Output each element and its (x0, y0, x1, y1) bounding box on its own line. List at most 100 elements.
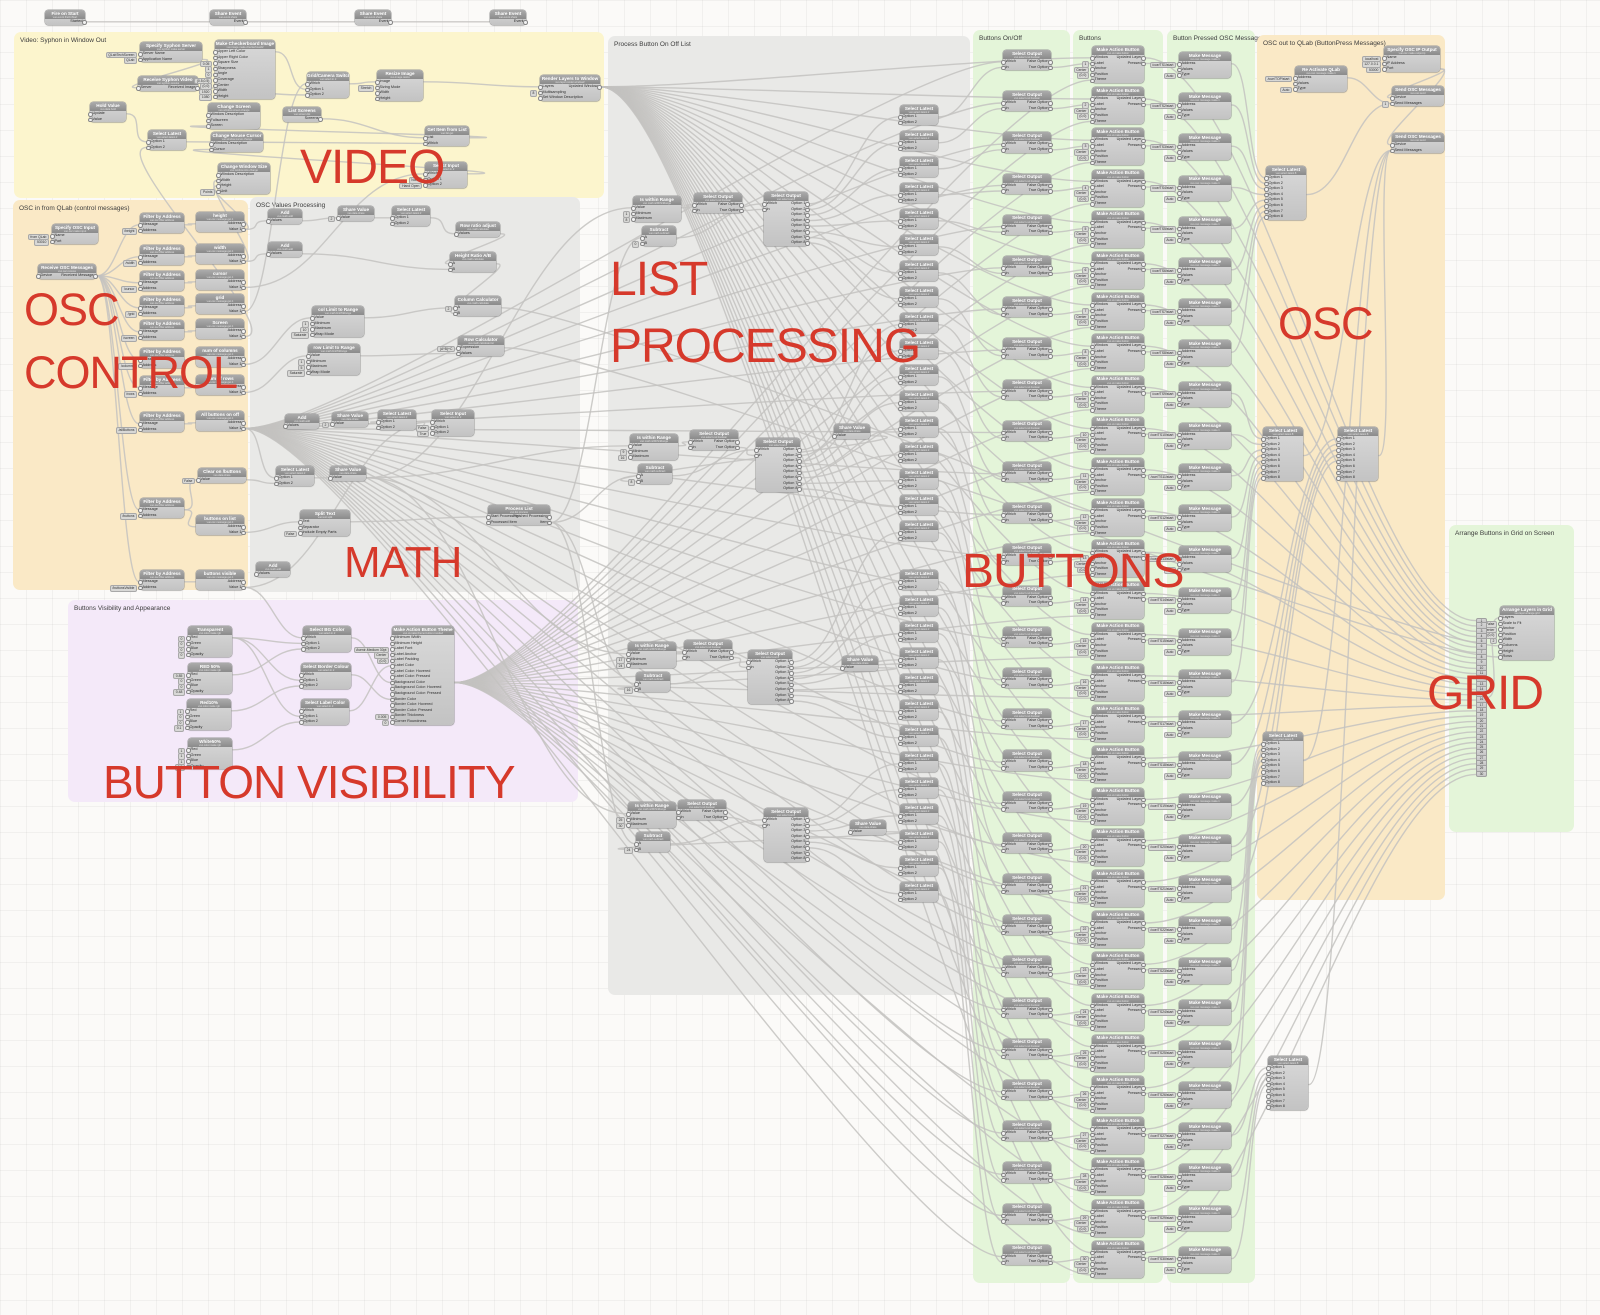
constant-flag[interactable]: (0,0) (1076, 237, 1089, 244)
port-row[interactable]: Option 2 (898, 819, 938, 825)
constant-flag[interactable]: /cue/TS28/start (1147, 1173, 1176, 1181)
constant-flag[interactable]: (0,0) (1076, 978, 1089, 986)
port-row[interactable]: Theme (1090, 531, 1144, 537)
port-row[interactable]: Value (336, 215, 374, 221)
constant-flag[interactable]: (0,0) (1076, 1061, 1089, 1068)
constant-flag[interactable]: /cue/TS20/start (1147, 844, 1176, 851)
constant-flag[interactable]: Auto (1163, 690, 1176, 698)
constant-flag[interactable]: 24 (624, 847, 633, 854)
port-row[interactable]: Red (186, 747, 232, 753)
port-row[interactable]: Option 2 (299, 719, 349, 725)
port-row[interactable]: Server Name (138, 51, 202, 57)
port-row[interactable]: Theme (1090, 778, 1144, 784)
port-row[interactable]: Window Description (206, 112, 260, 118)
port-row[interactable]: Option 2 (898, 146, 938, 152)
port-row[interactable]: Option 2 (301, 646, 351, 652)
port-row[interactable]: Values (283, 423, 319, 429)
port-row[interactable]: Opacity (185, 725, 231, 731)
port-row[interactable]: Values (266, 251, 302, 257)
port-row[interactable]: Values (454, 231, 500, 237)
constant-flag[interactable]: (0,0) (1076, 896, 1089, 903)
port-row[interactable]: Type (1177, 896, 1231, 902)
port-row[interactable]: Value 1 (196, 585, 246, 591)
constant-flag[interactable]: /cue/TS2/start (1149, 102, 1176, 110)
port-row[interactable]: Option 2 (898, 484, 938, 490)
port-row[interactable]: Send Messages (1390, 101, 1444, 107)
port-row[interactable]: Red (186, 672, 232, 678)
port-row[interactable]: Type (1177, 608, 1231, 614)
port-row[interactable]: Theme (1090, 160, 1144, 166)
constant-flag[interactable]: /cue/TS8/start (1149, 349, 1176, 357)
constant-flag[interactable]: 53000 (1366, 66, 1381, 74)
constant-flag[interactable]: 53010 (34, 239, 49, 246)
constant-flag[interactable]: 8 (529, 90, 537, 97)
port-row[interactable]: Option 2 (898, 741, 938, 747)
port-row[interactable]: Option 2 (898, 406, 938, 412)
port-row[interactable]: Type (1177, 773, 1231, 779)
port-row[interactable]: B (634, 847, 670, 853)
port-row[interactable]: Option 8 (756, 486, 802, 492)
constant-flag[interactable]: (A*B)+C (437, 345, 455, 353)
port-row[interactable]: Option 2 (898, 120, 938, 126)
constant-flag[interactable]: Auto (1163, 443, 1176, 451)
constant-flag[interactable]: Auto (1279, 86, 1292, 94)
port-row[interactable]: Type (1177, 196, 1231, 202)
port-row[interactable]: Port (50, 239, 98, 245)
constant-flag[interactable]: Saturate (286, 370, 305, 377)
port-row[interactable]: Option 8 (1261, 475, 1303, 481)
port-row[interactable]: Opacity (186, 764, 232, 770)
port-row[interactable]: Type (1177, 484, 1231, 490)
constant-flag[interactable]: Auto (1163, 237, 1176, 245)
port-row[interactable]: Option 8 (1266, 1104, 1308, 1110)
constant-flag[interactable]: Auto (1163, 525, 1176, 533)
port-row[interactable]: Type (1177, 979, 1231, 985)
constant-flag[interactable]: Auto (1163, 979, 1176, 986)
port-row[interactable]: Option 2 (898, 224, 938, 230)
port-row[interactable]: Blue (186, 758, 232, 764)
port-row[interactable]: Option 2 (898, 793, 938, 799)
port-row[interactable]: Started (45, 19, 87, 25)
port-row[interactable]: Option 8 (764, 856, 810, 862)
constant-flag[interactable]: 2 (327, 215, 335, 223)
